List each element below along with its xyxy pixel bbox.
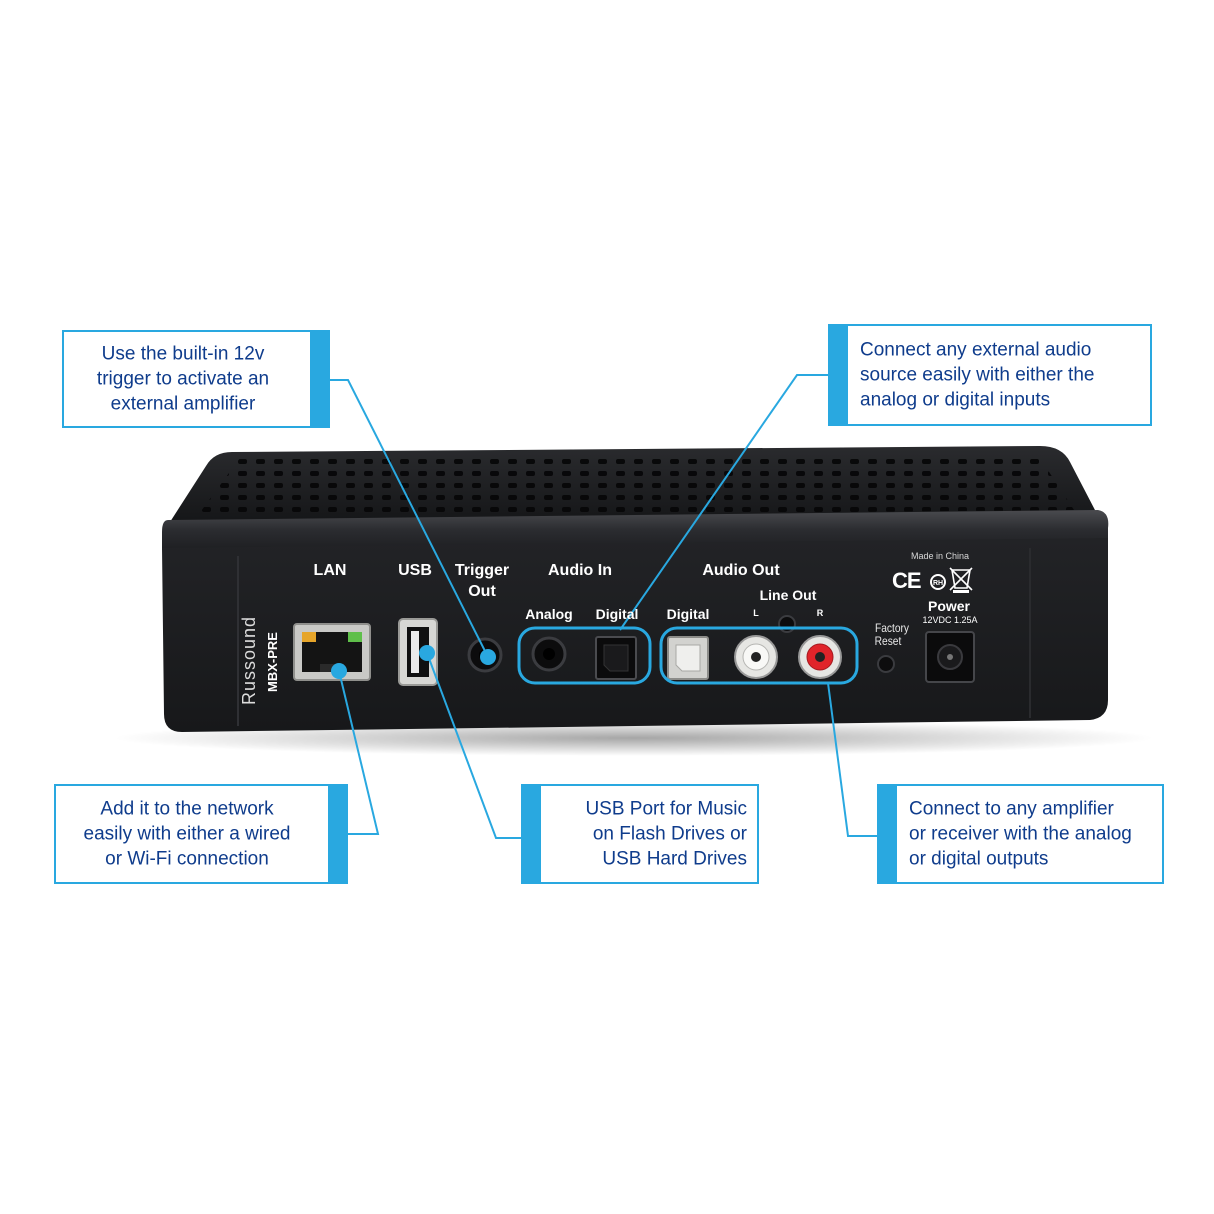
rca-left-white [734, 635, 778, 679]
callout-line: analog or digital inputs [860, 389, 1051, 411]
audio-out-label: Audio Out [702, 562, 780, 579]
callout-line: Connect any external audio [860, 339, 1092, 361]
lan-dot [331, 663, 347, 679]
usb-dot [419, 645, 435, 661]
digital-out-label: Digital [666, 606, 710, 622]
device-vents [196, 452, 1074, 518]
usb-callout-text: USB Port for Music on Flash Drives or US… [547, 797, 747, 872]
line-out-label: Line Out [759, 587, 817, 603]
usb-callout: USB Port for Music on Flash Drives or US… [521, 784, 759, 884]
callout-line: or Wi-Fi connection [105, 848, 269, 870]
audio-out-callout-text: Connect to any amplifier or receiver wit… [909, 797, 1156, 872]
factory-reset-label-2: Reset [874, 634, 902, 648]
audio-in-label: Audio In [548, 562, 612, 579]
callout-accent-bar [877, 784, 897, 884]
analog-label: Analog [525, 606, 573, 622]
right-channel-label: R [816, 608, 824, 618]
digital-out-optical [667, 636, 709, 680]
callout-line: easily with either a wired [83, 823, 291, 845]
model-name: MBX-PRE [265, 632, 280, 692]
analog-in-jack [531, 636, 567, 672]
callout-line: Add it to the network [100, 798, 274, 820]
callout-line: external amplifier [110, 393, 256, 415]
trigger-label-2: Out [468, 583, 496, 600]
rca-right-red [798, 635, 842, 679]
callout-line: or digital outputs [909, 848, 1049, 870]
trigger-label-1: Trigger [454, 562, 510, 579]
power-dc-jack [925, 631, 975, 683]
digital-in-optical [595, 636, 637, 680]
line-out-mini-jack [778, 615, 796, 633]
usb-label: USB [398, 562, 432, 579]
lan-callout-text: Add it to the network easily with either… [62, 797, 312, 872]
factory-reset-button [877, 655, 895, 673]
callout-accent-bar [328, 784, 348, 884]
callout-line: Use the built-in 12v [101, 343, 265, 365]
callout-line: trigger to activate an [96, 368, 270, 390]
callout-line: Connect to any amplifier [909, 798, 1114, 820]
made-in-label: Made in China [910, 551, 970, 561]
callout-line: or receiver with the analog [909, 823, 1132, 845]
audio-in-callout-text: Connect any external audio source easily… [860, 338, 1142, 413]
digital-in-label: Digital [595, 606, 639, 622]
callout-line: on Flash Drives or [592, 823, 747, 845]
callout-accent-bar [828, 324, 848, 426]
callout-line: USB Port for Music [585, 798, 747, 820]
factory-reset-label-1: Factory [874, 621, 909, 635]
lan-label: LAN [313, 562, 347, 579]
power-label: Power [927, 598, 970, 614]
audio-in-callout: Connect any external audio source easily… [828, 324, 1152, 426]
lan-callout: Add it to the network easily with either… [54, 784, 348, 884]
trigger-callout: Use the built-in 12v trigger to activate… [62, 330, 330, 428]
brand-logo: Russound [239, 615, 259, 705]
trigger-callout-text: Use the built-in 12v trigger to activate… [74, 342, 292, 417]
certification-icons: RH [930, 567, 973, 593]
ce-mark: CE [892, 568, 922, 593]
audio-out-callout: Connect to any amplifier or receiver wit… [877, 784, 1164, 884]
trigger-dot [480, 649, 496, 665]
callout-line: USB Hard Drives [602, 848, 747, 870]
callout-accent-bar [521, 784, 541, 884]
callout-line: source easily with either the [860, 364, 1095, 386]
callout-accent-bar [310, 330, 330, 428]
power-spec-label: 12VDC 1.25A [922, 615, 978, 625]
svg-text:RH: RH [933, 580, 943, 587]
left-channel-label: L [753, 608, 759, 618]
